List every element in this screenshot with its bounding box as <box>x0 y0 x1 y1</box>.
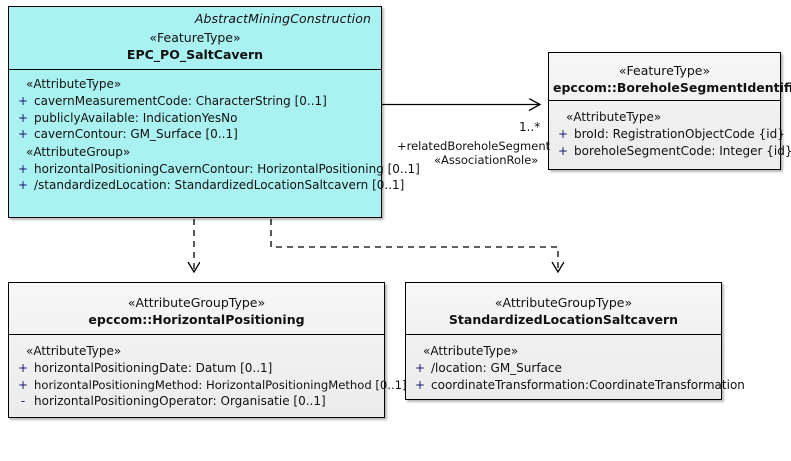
attribute-text: cavernMeasurementCode: CharacterString [… <box>34 94 327 108</box>
attribute-row: - horizontalPositioningOperator: Organis… <box>12 393 381 410</box>
package-tag-abstract-mining-construction: AbstractMiningConstruction <box>194 11 371 26</box>
attribute-row: + publiclyAvailable: IndicationYesNo <box>12 110 378 127</box>
attribute-row: + /standardizedLocation: StandardizedLoc… <box>12 177 404 194</box>
class-name: epccom::BoreholeSegmentIdentification <box>553 80 791 95</box>
class-header-standardized-location-saltcavern: «AttributeGroupType» StandardizedLocatio… <box>406 283 721 335</box>
class-name: StandardizedLocationSaltcavern <box>448 312 679 327</box>
class-box-standardized-location-saltcavern[interactable]: «AttributeGroupType» StandardizedLocatio… <box>405 282 745 400</box>
attribute-row: + /location: GM_Surface <box>409 360 718 377</box>
attribute-text: boreholeSegmentCode: Integer {id} <box>574 143 791 158</box>
class-header-horizontal-positioning: «AttributeGroupType» epccom::HorizontalP… <box>9 283 384 335</box>
attribute-row: + horizontalPositioningMethod: Horizonta… <box>12 377 407 394</box>
visibility-marker: + <box>414 377 426 392</box>
attribute-row: + coordinateTransformation:CoordinateTra… <box>409 377 745 394</box>
class-stereotype: «AttributeGroupType» <box>127 295 266 310</box>
attribute-row: + broId: RegistrationObjectCode {id} <box>552 126 785 143</box>
class-header-borehole-segment-identification: «FeatureType» epccom::BoreholeSegmentIde… <box>549 53 791 101</box>
attribute-text: publiclyAvailable: IndicationYesNo <box>34 110 238 125</box>
association-role-label: +relatedBoreholeSegment <box>397 139 551 153</box>
attribute-text: /location: GM_Surface <box>431 361 562 375</box>
dependency-standardized-location <box>270 219 558 272</box>
visibility-marker: + <box>414 361 426 375</box>
attribute-row: + horizontalPositioningDate: Datum [0..1… <box>12 360 381 377</box>
association-multiplicity-target: 1..* <box>519 120 541 134</box>
attribute-text: horizontalPositioningDate: Datum [0..1] <box>34 361 273 375</box>
visibility-marker: + <box>17 127 29 141</box>
class-stereotype: «AttributeGroupType» <box>494 295 633 310</box>
class-box-epc-po-saltcavern[interactable]: AbstractMiningConstruction «FeatureType»… <box>8 6 420 218</box>
attribute-group-label: «AttributeType» <box>566 110 662 124</box>
attribute-group-label: «AttributeType» <box>26 77 122 91</box>
attribute-text: cavernContour: GM_Surface [0..1] <box>34 127 238 141</box>
visibility-marker: + <box>17 178 29 192</box>
class-name: EPC_PO_SaltCavern <box>126 47 264 62</box>
class-body-epc-po-saltcavern: «AttributeType» + cavernMeasurementCode:… <box>9 70 420 198</box>
attribute-group-label: «AttributeType» <box>423 344 519 358</box>
association-stereotype-label: «AssociationRole» <box>434 153 539 167</box>
class-stereotype: «FeatureType» <box>618 63 711 78</box>
class-header-epc-po-saltcavern: AbstractMiningConstruction «FeatureType»… <box>9 7 381 70</box>
class-body-borehole-segment-identification: «AttributeType» + broId: RegistrationObj… <box>549 101 791 163</box>
class-name: epccom::HorizontalPositioning <box>88 312 305 327</box>
class-body-standardized-location-saltcavern: «AttributeType» + /location: GM_Surface … <box>406 335 745 397</box>
class-stereotype: «FeatureType» <box>149 30 241 45</box>
class-box-borehole-segment-identification[interactable]: «FeatureType» epccom::BoreholeSegmentIde… <box>548 52 791 170</box>
attribute-group-label: «AttributeType» <box>26 344 122 358</box>
attribute-row: + boreholeSegmentCode: Integer {id} <box>552 143 791 160</box>
visibility-marker: + <box>17 161 29 176</box>
class-body-horizontal-positioning: «AttributeType» + horizontalPositioningD… <box>9 335 407 414</box>
attribute-text: /standardizedLocation: StandardizedLocat… <box>34 178 405 192</box>
attribute-text: horizontalPositioningOperator: Organisat… <box>34 394 326 408</box>
attribute-text: horizontalPositioningMethod: HorizontalP… <box>34 377 407 392</box>
visibility-marker: + <box>17 361 29 375</box>
attribute-text: broId: RegistrationObjectCode {id} <box>574 127 785 141</box>
visibility-marker: - <box>20 394 26 408</box>
visibility-marker: + <box>557 143 569 158</box>
visibility-marker: + <box>557 127 569 141</box>
visibility-marker: + <box>17 110 29 125</box>
attribute-row: + horizontalPositioningCavernContour: Ho… <box>12 161 420 178</box>
attribute-row: + cavernContour: GM_Surface [0..1] <box>12 126 378 143</box>
class-box-horizontal-positioning[interactable]: «AttributeGroupType» epccom::HorizontalP… <box>8 282 407 418</box>
attribute-text: horizontalPositioningCavernContour: Hori… <box>34 161 420 176</box>
attribute-group-label: «AttributeGroup» <box>26 144 131 159</box>
attribute-text: coordinateTransformation:CoordinateTrans… <box>431 377 745 392</box>
attribute-row: + cavernMeasurementCode: CharacterString… <box>12 93 378 110</box>
visibility-marker: + <box>17 377 29 392</box>
visibility-marker: + <box>17 94 29 108</box>
